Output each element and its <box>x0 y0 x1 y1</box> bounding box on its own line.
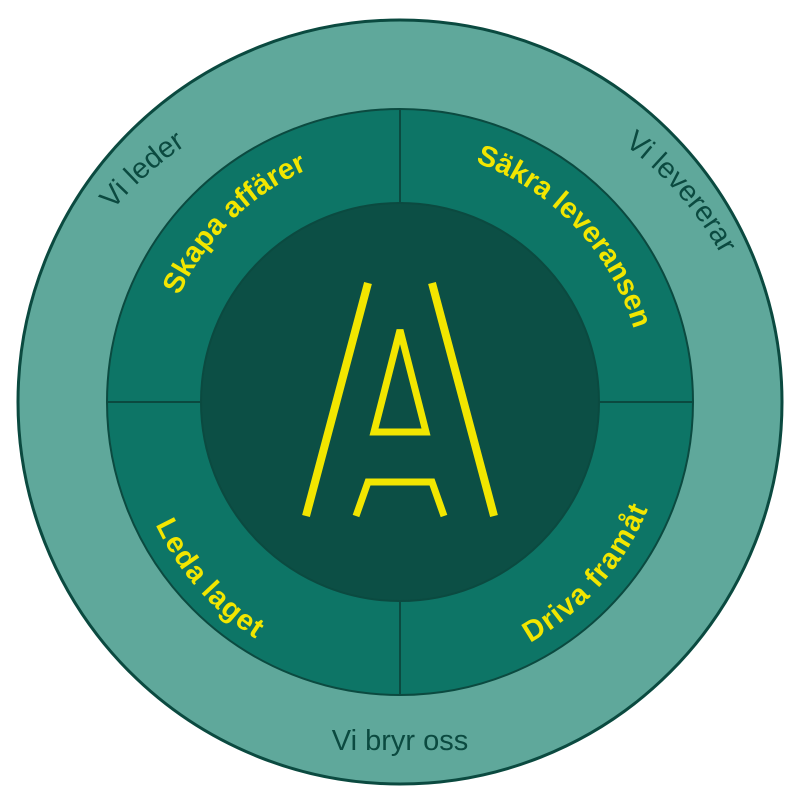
core-circle <box>200 202 600 602</box>
outer-label-vi-bryr-oss: Vi bryr oss <box>332 725 468 757</box>
a-logo-icon <box>302 281 498 518</box>
